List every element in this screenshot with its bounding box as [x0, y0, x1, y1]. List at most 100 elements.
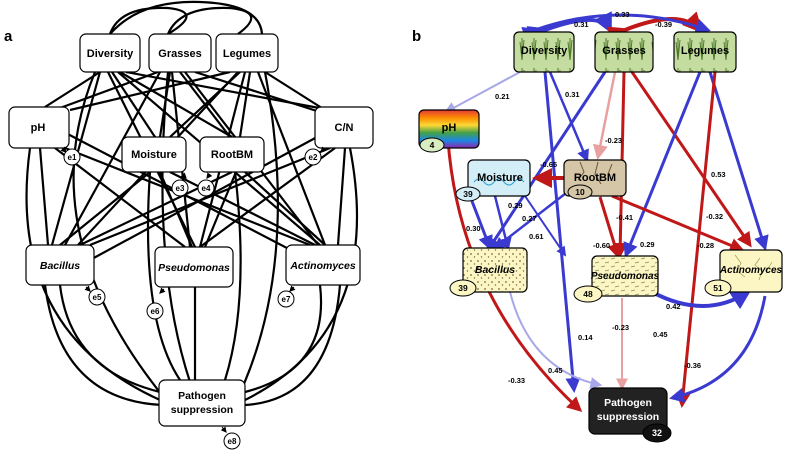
panel-b-label: b	[412, 28, 421, 45]
node-legumes: Legumes	[673, 31, 737, 73]
node-pathogen: Pathogen suppression	[158, 379, 246, 427]
panel-b-coefficients: 0.31 0.33 -0.39 0.21 0.31 -0.23 -0.65 0.…	[466, 10, 726, 385]
node-legumes: Legumes	[215, 33, 279, 73]
panel-a-error-terms: e1 e2 e3 e4 e5 e6 e7 e8	[60, 146, 327, 450]
coef-label: 0.14	[578, 333, 593, 342]
node-label: Grasses	[158, 48, 201, 60]
node-label: Moisture	[131, 149, 177, 161]
error-label: e5	[93, 293, 102, 302]
path-bacillus-pathogen	[509, 291, 603, 389]
coef-label: -0.28	[697, 241, 714, 250]
error-term: e3	[171, 172, 189, 197]
error-term: e7	[277, 285, 296, 308]
node-label-line1: Pathogen	[604, 397, 652, 409]
node-bacillus: Bacillus 39	[449, 247, 528, 297]
covariance-arc	[109, 0, 264, 35]
path-rootbm-actinomyces	[611, 194, 745, 253]
node-label: Diversity	[521, 45, 568, 57]
coef-label: -0.33	[508, 376, 525, 385]
path-diversity-ph	[443, 71, 521, 114]
error-term: e1	[60, 146, 81, 166]
node-label: C/N	[335, 122, 354, 134]
coef-label: 0.45	[653, 330, 668, 339]
coef-label: 0.27	[522, 214, 537, 223]
node-label-line2: suppression	[171, 404, 233, 416]
node-label: pH	[31, 122, 46, 134]
panel-b-nodes: Diversity Grasses Legumes pH 4 Moisture …	[418, 31, 783, 443]
path-actinomyces-pathogen	[669, 295, 767, 403]
coef-label: 0.29	[640, 240, 655, 249]
coef-label: 0.30	[466, 224, 481, 233]
path-diversity-rootbm	[548, 71, 589, 163]
node-label-line2: suppression	[597, 411, 659, 423]
node-label: Pseudomonas	[591, 271, 660, 282]
node-diversity: Diversity	[79, 33, 141, 73]
r2-badge: 32	[652, 428, 662, 438]
path-legumes-pseudomonas	[623, 71, 702, 258]
coef-label: -0.23	[605, 136, 622, 145]
r2-badge: 4	[430, 140, 435, 150]
coef-label: -0.41	[616, 213, 633, 222]
node-label: Moisture	[477, 172, 523, 184]
node-rootbm: RootBM 10	[563, 159, 627, 200]
node-label: Legumes	[223, 48, 271, 60]
coef-label: -0.60	[593, 241, 610, 250]
coef-label: 0.31	[574, 20, 589, 29]
error-term: e4	[197, 172, 215, 197]
error-term: e5	[84, 285, 106, 306]
node-pathogen: Pathogen suppression 32	[588, 387, 672, 443]
node-diversity: Diversity	[513, 31, 575, 73]
node-ph: pH	[8, 106, 70, 149]
r2-badge: 51	[713, 283, 723, 293]
path-moisture-bacillus	[493, 195, 512, 251]
error-label: e3	[176, 184, 185, 193]
path-rootbm-pseudomonas	[598, 196, 622, 259]
node-label: RootBM	[574, 172, 616, 184]
node-actinomyces: Actinomyces 51	[704, 249, 783, 297]
node-actinomyces: Actinomyces	[285, 244, 361, 286]
node-label: Actinomyces	[719, 265, 783, 276]
node-moisture: Moisture	[121, 136, 187, 173]
coef-label: 0.29	[508, 201, 523, 210]
node-pseudomonas: Pseudomonas 48	[573, 255, 660, 303]
path-legumes-pathogen	[675, 71, 717, 408]
node-ph: pH 4	[418, 109, 480, 153]
covariance-arc	[166, 6, 253, 35]
covariance-arc	[108, 6, 188, 35]
path-diversity-pathogen	[543, 71, 581, 393]
node-rootbm: RootBM	[199, 136, 265, 173]
error-term: e6	[146, 287, 166, 320]
r2-badge: 48	[583, 289, 593, 299]
coef-label: 0.53	[711, 170, 726, 179]
path-pseudomonas-actinomyces	[633, 275, 752, 310]
coef-label: 0.33	[615, 10, 630, 19]
node-label: RootBM	[211, 149, 253, 161]
path-grasses-bacillus	[486, 71, 607, 253]
coef-label: -0.39	[655, 20, 672, 29]
path-grasses-rootbm	[592, 71, 617, 160]
r2-badge: 39	[463, 189, 473, 199]
error-label: e6	[151, 307, 160, 316]
node-moisture: Moisture 39	[455, 159, 531, 202]
path-legumes-actinomyces	[708, 71, 769, 251]
path-diversity-legumes	[521, 13, 711, 42]
coef-label: -0.32	[706, 212, 723, 221]
coef-label: 0.31	[565, 90, 580, 99]
panel-a-label: a	[4, 28, 13, 45]
panel-b-paths	[443, 11, 769, 413]
panel-a-nodes: Diversity Grasses Legumes pH C/N Moistur…	[8, 33, 374, 427]
r2-badge: 39	[458, 283, 468, 293]
coef-label: 0.21	[495, 92, 510, 101]
node-label: Bacillus	[475, 264, 515, 276]
node-label: Actinomyces	[289, 260, 356, 272]
node-label-line1: Pathogen	[178, 390, 226, 402]
node-label: Diversity	[87, 48, 134, 60]
node-pseudomonas: Pseudomonas	[154, 246, 234, 288]
node-label: Bacillus	[40, 260, 80, 272]
coef-label: 0.61	[529, 232, 544, 241]
node-label: pH	[442, 122, 457, 134]
coef-label: 0.42	[666, 302, 681, 311]
node-label: Legumes	[681, 45, 729, 57]
error-term: e2	[304, 146, 327, 166]
